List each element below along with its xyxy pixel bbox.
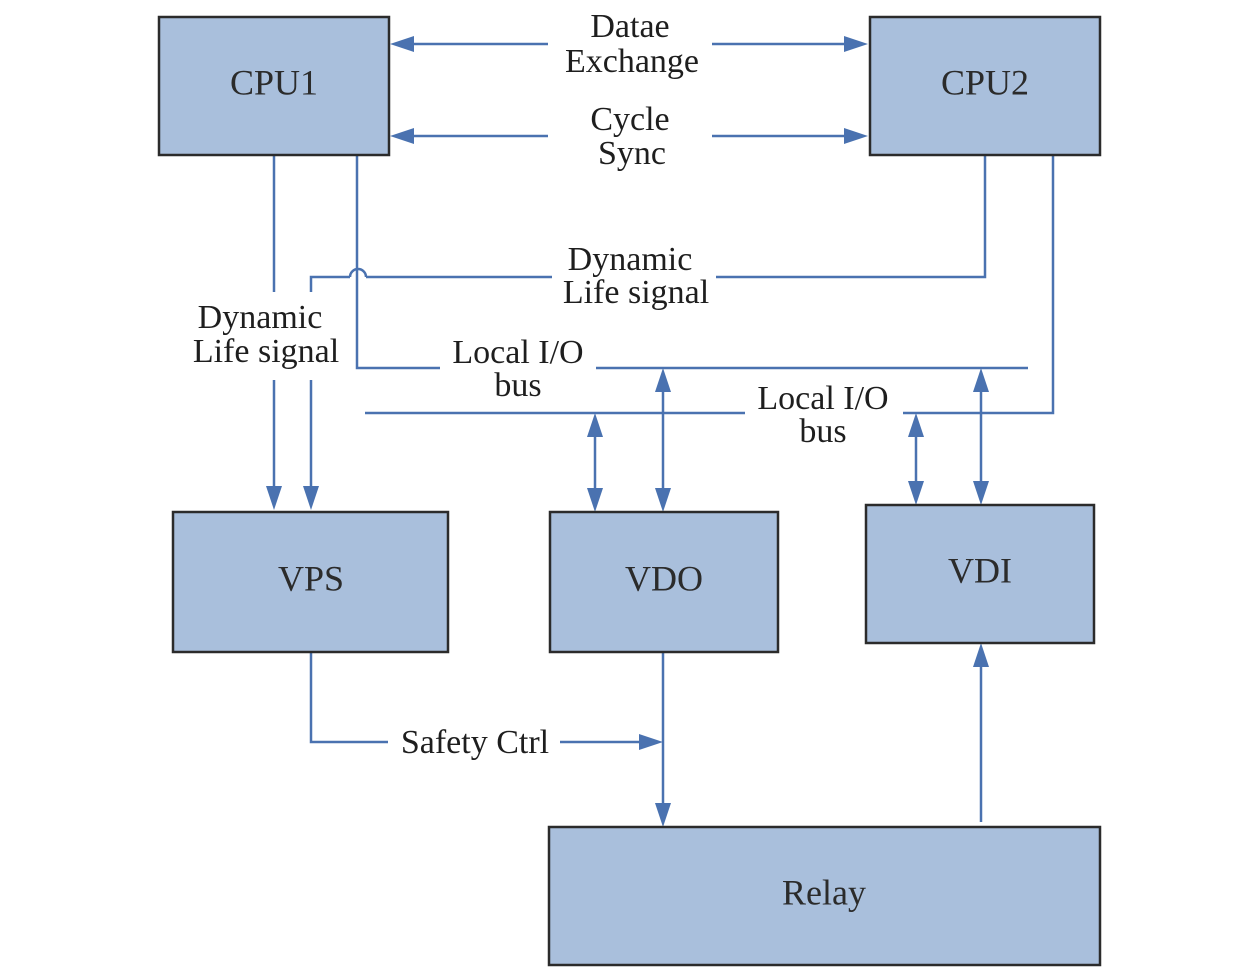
edge-local-io-bus-upper [355, 155, 1028, 370]
edge-vdo-relay [655, 652, 671, 827]
label-local-io-upper-line1: Local I/O [452, 334, 583, 371]
edge-relay-vdi [973, 643, 989, 822]
edge-vdo-bus-upper [655, 368, 671, 512]
edge-local-io-bus-lower [365, 155, 1055, 415]
label-cycle-sync-line2: Sync [598, 135, 666, 172]
edge-dyn-life-cpu2-vps [303, 155, 987, 510]
edge-safety-ctrl [309, 652, 663, 750]
label-local-io-lower-line2: bus [799, 413, 846, 450]
node-vps-label: VPS [278, 558, 344, 598]
node-relay-label: Relay [782, 872, 866, 912]
edge-cycle-sync [390, 128, 868, 144]
label-safety-ctrl: Safety Ctrl [401, 724, 549, 761]
label-cycle-sync-line1: Cycle [590, 101, 669, 138]
node-cpu1-label: CPU1 [230, 62, 318, 102]
node-cpu1: CPU1 [157, 15, 391, 157]
node-vdi: VDI [864, 503, 1096, 645]
label-local-io-upper-line2: bus [494, 367, 541, 404]
label-data-exchange-line1: Datae [590, 8, 669, 45]
label-data-exchange-line2: Exchange [565, 43, 699, 80]
node-vdo: VDO [548, 510, 780, 654]
label-dyn-life-top-line2: Life signal [563, 274, 709, 311]
label-dyn-life-left-line2: Life signal [193, 333, 339, 370]
label-dyn-life-top-line1: Dynamic [568, 241, 693, 278]
node-cpu2: CPU2 [868, 15, 1102, 157]
node-vps: VPS [171, 510, 450, 654]
node-relay: Relay [547, 825, 1102, 967]
node-vdi-label: VDI [948, 550, 1012, 590]
node-vdo-label: VDO [625, 558, 703, 598]
node-cpu2-label: CPU2 [941, 62, 1029, 102]
edge-vdi-bus-lower [908, 413, 924, 505]
edge-vdi-bus-upper [973, 368, 989, 505]
edge-dyn-life-cpu1-vps [266, 155, 282, 510]
edge-vdo-bus-lower [587, 413, 603, 512]
label-local-io-lower-line1: Local I/O [757, 380, 888, 417]
edge-data-exchange [390, 36, 868, 52]
label-dyn-life-left-line1: Dynamic [198, 299, 323, 336]
